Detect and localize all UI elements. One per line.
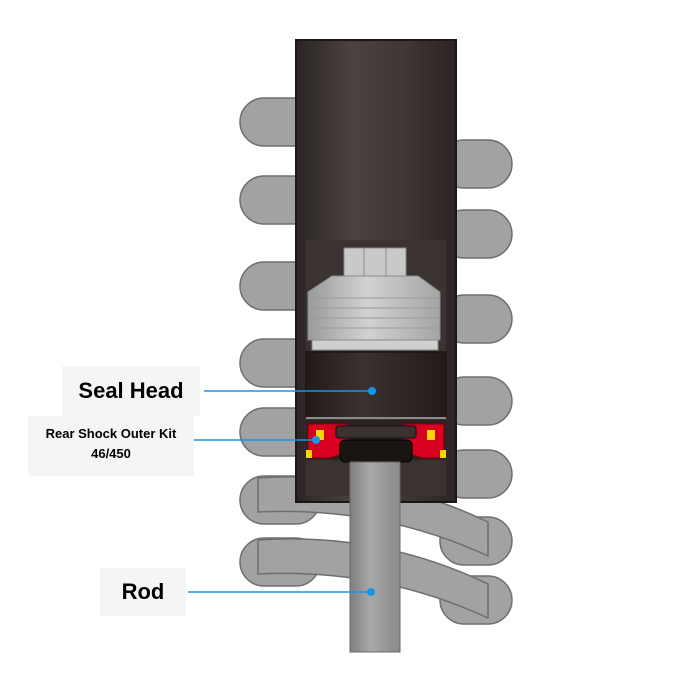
leader-icon xyxy=(188,387,376,596)
label-rear-shock-kit: Rear Shock Outer Kit 46/450 xyxy=(28,416,194,476)
piston-stack xyxy=(307,275,441,351)
seal-head xyxy=(305,351,447,419)
label-rod: Rod xyxy=(100,568,186,616)
label-seal-head: Seal Head xyxy=(62,366,200,416)
piston-nut xyxy=(343,247,407,277)
seal-kit xyxy=(306,420,446,463)
label-kit-line2: 46/450 xyxy=(91,446,131,461)
label-kit-line1: Rear Shock Outer Kit xyxy=(45,426,177,441)
rod xyxy=(349,461,401,653)
